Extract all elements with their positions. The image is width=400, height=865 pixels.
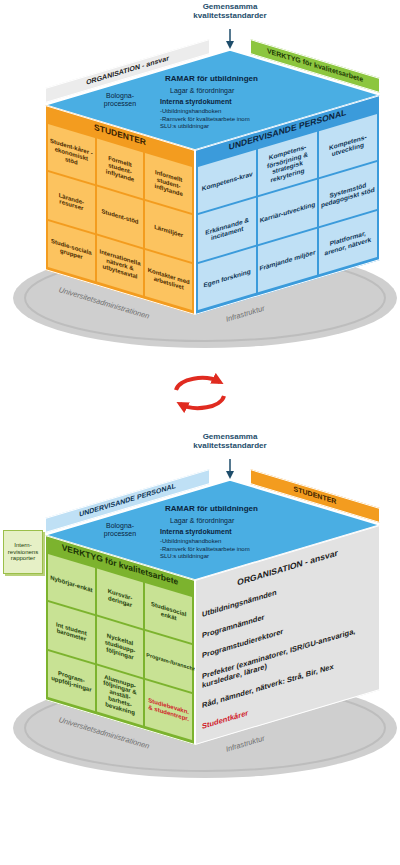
- cell-text: Egen forskning: [199, 266, 255, 290]
- cell-text: Program-uppfölj-ningar: [49, 667, 94, 694]
- cell-text: Plattformar, arenor, nätverk: [320, 227, 376, 259]
- callout-box: Intern-revisionens rapporter: [3, 530, 43, 574]
- frame-text: RAMAR för utbildningen: [165, 74, 270, 83]
- frame-text: Bologna-processen: [95, 92, 145, 108]
- heading-label: Gemensamma kvalitetsstandarder: [175, 2, 285, 20]
- cell-text: Erkännande & incitament: [199, 214, 255, 246]
- frame-text: Lagar & förordningar: [170, 517, 265, 525]
- frame-text: -Utbildningshandboken: [160, 538, 270, 545]
- base-plate: [13, 248, 397, 778]
- cell-text: Nyckeltal studieupp-följningar: [98, 630, 143, 664]
- frame-text: Interna styrdokument: [160, 98, 260, 106]
- cell-text: Int student barometer: [49, 619, 94, 646]
- cell-text: Studiebevakn. & studentrepr.: [146, 696, 191, 723]
- cell-text: Systemstöd pedagogiskt stöd: [320, 178, 376, 210]
- cell-text: Student-stöd: [98, 207, 143, 227]
- frame-text: Lagar & förordningar: [170, 87, 265, 95]
- cell-text: Främjande miljöer: [259, 248, 315, 272]
- frame-text: -Ramverk för kvalitetsarbete inom SLU:s …: [160, 546, 260, 560]
- cell-text: Lärande-resurser: [49, 189, 94, 216]
- cell-text: Internationella nätverk & utbytesavtal: [98, 248, 143, 282]
- heading-label: Gemensamma kvalitetsstandarder: [175, 432, 285, 450]
- cell-text: Kontakter med arbetslivet: [146, 266, 191, 293]
- cell-text: Formellt student-inflytande: [98, 152, 143, 186]
- cell-text: Program-/branschråd: [146, 652, 191, 672]
- frame-text: RAMAR för utbildningen: [165, 504, 270, 513]
- cell-text: Studie-sociala grupper: [49, 237, 94, 264]
- cell-text: Lärmiljöer: [146, 221, 191, 241]
- cell-text: Kompetens-försörjning & strategisk rekry…: [259, 140, 315, 187]
- cell-text: Student-kårer - ekonomiskt stöd: [49, 137, 94, 171]
- callout-text: Intern-revisionens rapporter: [6, 542, 40, 563]
- cell-text: Alumnupp-följningar & anställ-barhets-be…: [98, 671, 143, 719]
- cell-text: Karriär-utveckling: [259, 200, 315, 224]
- cycle-arrows: [176, 378, 224, 408]
- frame-text: Interna styrdokument: [160, 528, 260, 536]
- cell-text: Studiesocial enkät: [146, 600, 191, 627]
- cell-text: Nybörjar-enkät: [49, 574, 94, 594]
- frame-text: Bologna-processen: [95, 522, 145, 538]
- cell-text: Kompetens-krav: [199, 169, 255, 193]
- frame-text: -Ramverk för kvalitetsarbete inom SLU:s …: [160, 116, 260, 130]
- cell-text: Informellt student-inflytande: [146, 166, 191, 200]
- frame-text: -Utbildningshandboken: [160, 108, 270, 115]
- cell-text: Kompetens-utveckling: [320, 130, 376, 162]
- cell-text: Kursvär-deringar: [98, 585, 143, 612]
